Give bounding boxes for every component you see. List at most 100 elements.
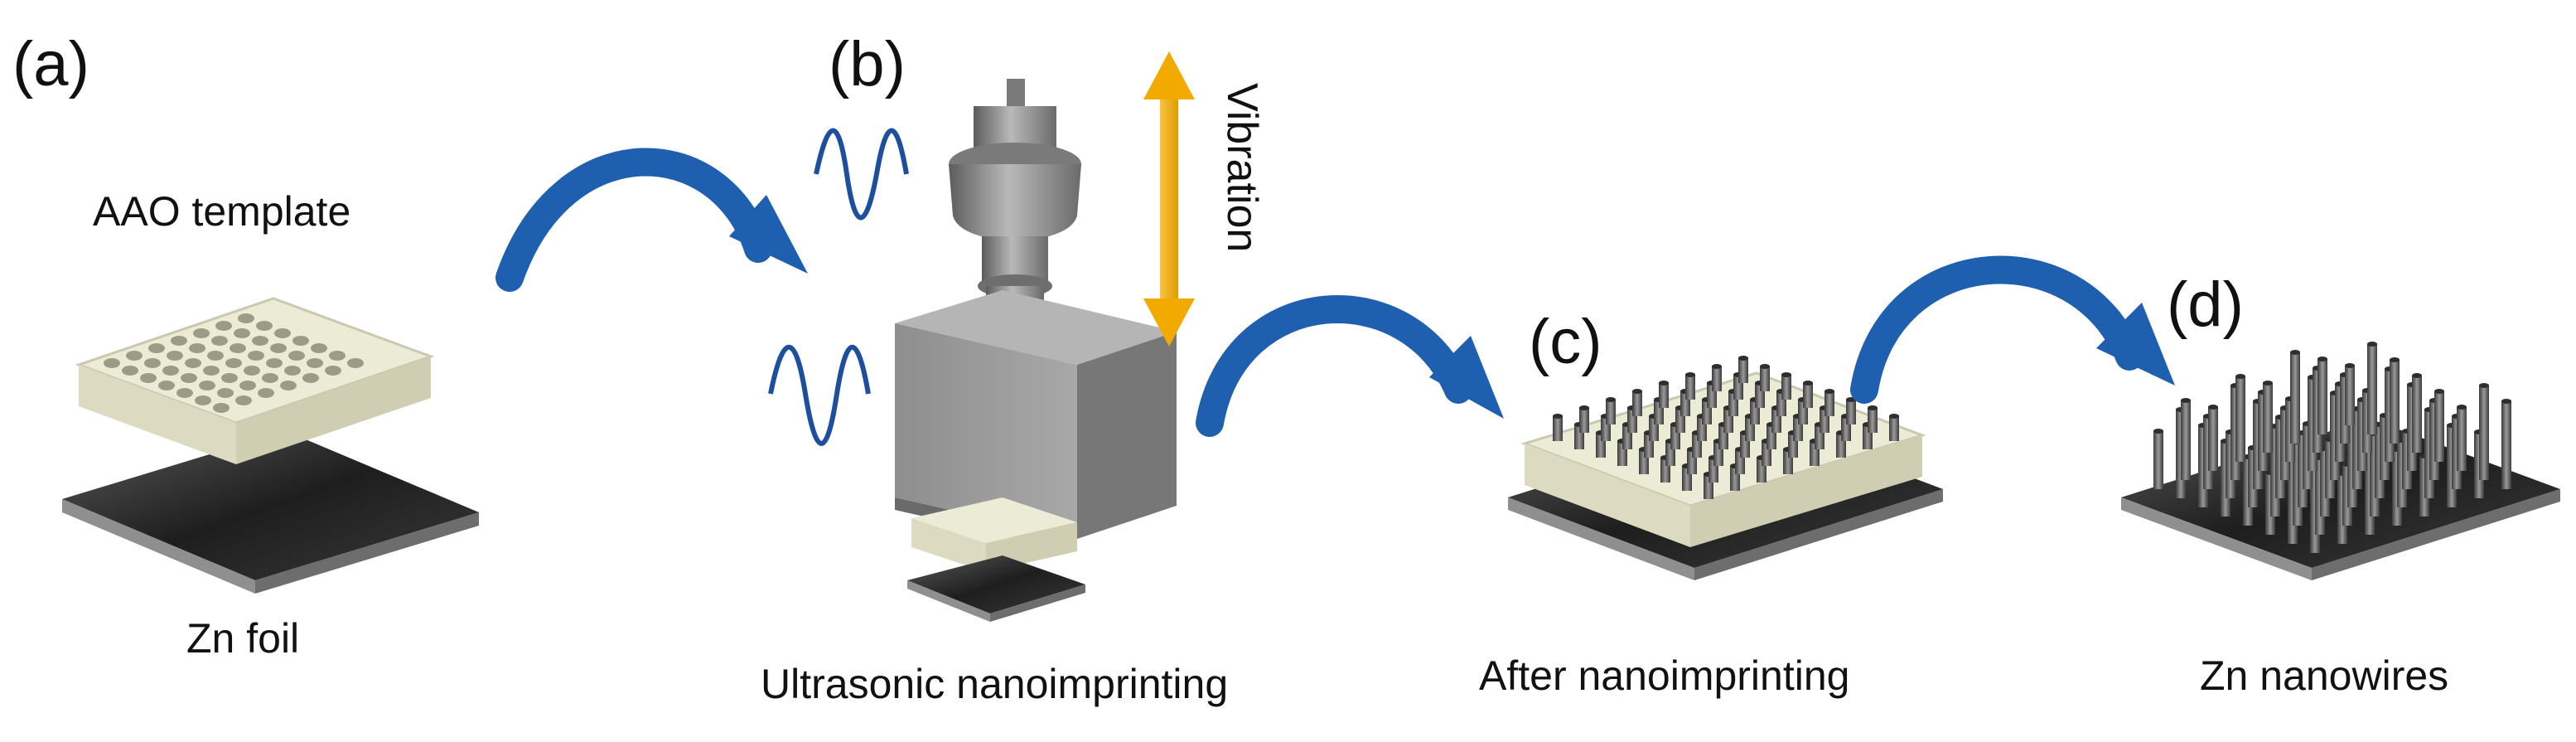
panel-c-wire [1803,381,1813,408]
panel-c-wire [1889,414,1899,441]
aao-pore [122,366,138,376]
panel-c-letter: (c) [1529,307,1602,377]
aao-pore [307,358,323,368]
panel-d-wire [2153,429,2163,489]
aao-pore [213,403,230,413]
aao-pore [225,358,242,368]
aao-pore [347,358,364,368]
panel-c-wire [1606,397,1616,424]
panel-d-wire [2235,374,2245,462]
aao-template [75,297,435,464]
aao-pore [171,336,187,346]
aao-pore [195,395,211,405]
panel-d-wire [2501,399,2511,489]
panel-c-wire [1712,364,1722,391]
panel-d-wire [2390,357,2400,444]
imprint-sample [907,497,1085,622]
aao-pore [193,328,210,338]
aao-pore [217,388,234,398]
panel-c-wire [1760,364,1770,391]
panel-c-nanowires [1553,356,1899,499]
aao-pore [148,343,165,353]
aao-pore [274,328,291,338]
aao-pore [211,336,228,346]
aao-pore [185,358,201,368]
vibration-label: Vibration [1218,83,1266,253]
panel-c-wire [1824,389,1834,416]
aao-pore [167,351,183,361]
panel-b-caption: Ultrasonic nanoimprinting [761,661,1229,707]
aao-pore [302,373,319,383]
aao-pore [176,388,193,398]
panel-d-wire [2345,363,2355,425]
aao-pore [325,366,341,376]
aao-pore [203,366,220,376]
aao-pores [104,313,364,413]
aao-pore [239,381,256,390]
flow-arrow-a-to-b [495,148,808,292]
panel-d-wire [2263,381,2273,453]
aao-pore [248,351,264,361]
aao-pore [288,351,305,361]
aao-pore [234,328,250,338]
aao-pore [284,366,301,376]
aao-pore [140,373,157,383]
aao-pore [189,343,205,353]
flow-arrow-b-to-c [1196,295,1504,437]
aao-pore [158,381,175,390]
panel-c-wire [1846,397,1856,424]
aao-pore [199,381,215,390]
panel-d-wire [2367,342,2377,434]
aao-pore [252,336,268,346]
panel-d-wire [2208,405,2218,471]
aao-pore [221,373,238,383]
aao-pore [181,373,197,383]
panel-d-wire [2412,373,2422,453]
panel-c-caption: After nanoimprinting [1479,652,1850,699]
vibration-wave-lower [768,345,871,446]
panel-c [1508,356,1943,580]
aao-pore [292,336,309,346]
panel-b [768,51,1195,622]
panel-c-wire [1553,414,1563,441]
aao-pore [235,395,252,405]
panel-a [62,297,479,594]
aao-pore [230,343,246,353]
panel-c-wire [1738,356,1748,383]
aao-pore [262,373,278,383]
vibration-double-arrow [1143,51,1195,347]
aao-pore [311,343,327,353]
panel-d-letter: (d) [2167,269,2244,340]
panel-c-wire [1685,372,1695,400]
aao-pore [256,321,273,331]
aao-pore [266,358,283,368]
aao-pore [280,381,297,390]
aao-pore [238,313,254,323]
flow-arrow-c-to-d [1850,255,2175,404]
aao-pore [329,351,346,361]
panel-c-wire [1632,389,1642,416]
aao-pore [215,321,232,331]
vibration-wave-upper [814,128,909,221]
aao-template-label: AAO template [93,188,351,235]
panel-d-nanowires [2153,342,2511,553]
panel-d-caption: Zn nanowires [2200,652,2449,699]
panel-d-wire [2457,405,2467,471]
aao-pore [144,358,161,368]
aao-pore [207,351,224,361]
panel-d-wire [2181,398,2191,480]
aao-pore [162,366,179,376]
aao-pore [258,388,274,398]
panel-b-letter: (b) [829,29,906,99]
panel-d-wire [2290,350,2300,444]
panel-d [2121,342,2560,580]
panel-d-wire [2434,389,2444,462]
panel-c-wire [1781,372,1791,400]
panel-c-wire [1868,405,1878,433]
zn-foil-plate [62,431,479,594]
aao-pore [104,358,120,368]
aao-pore [270,343,287,353]
aao-pore [244,366,260,376]
